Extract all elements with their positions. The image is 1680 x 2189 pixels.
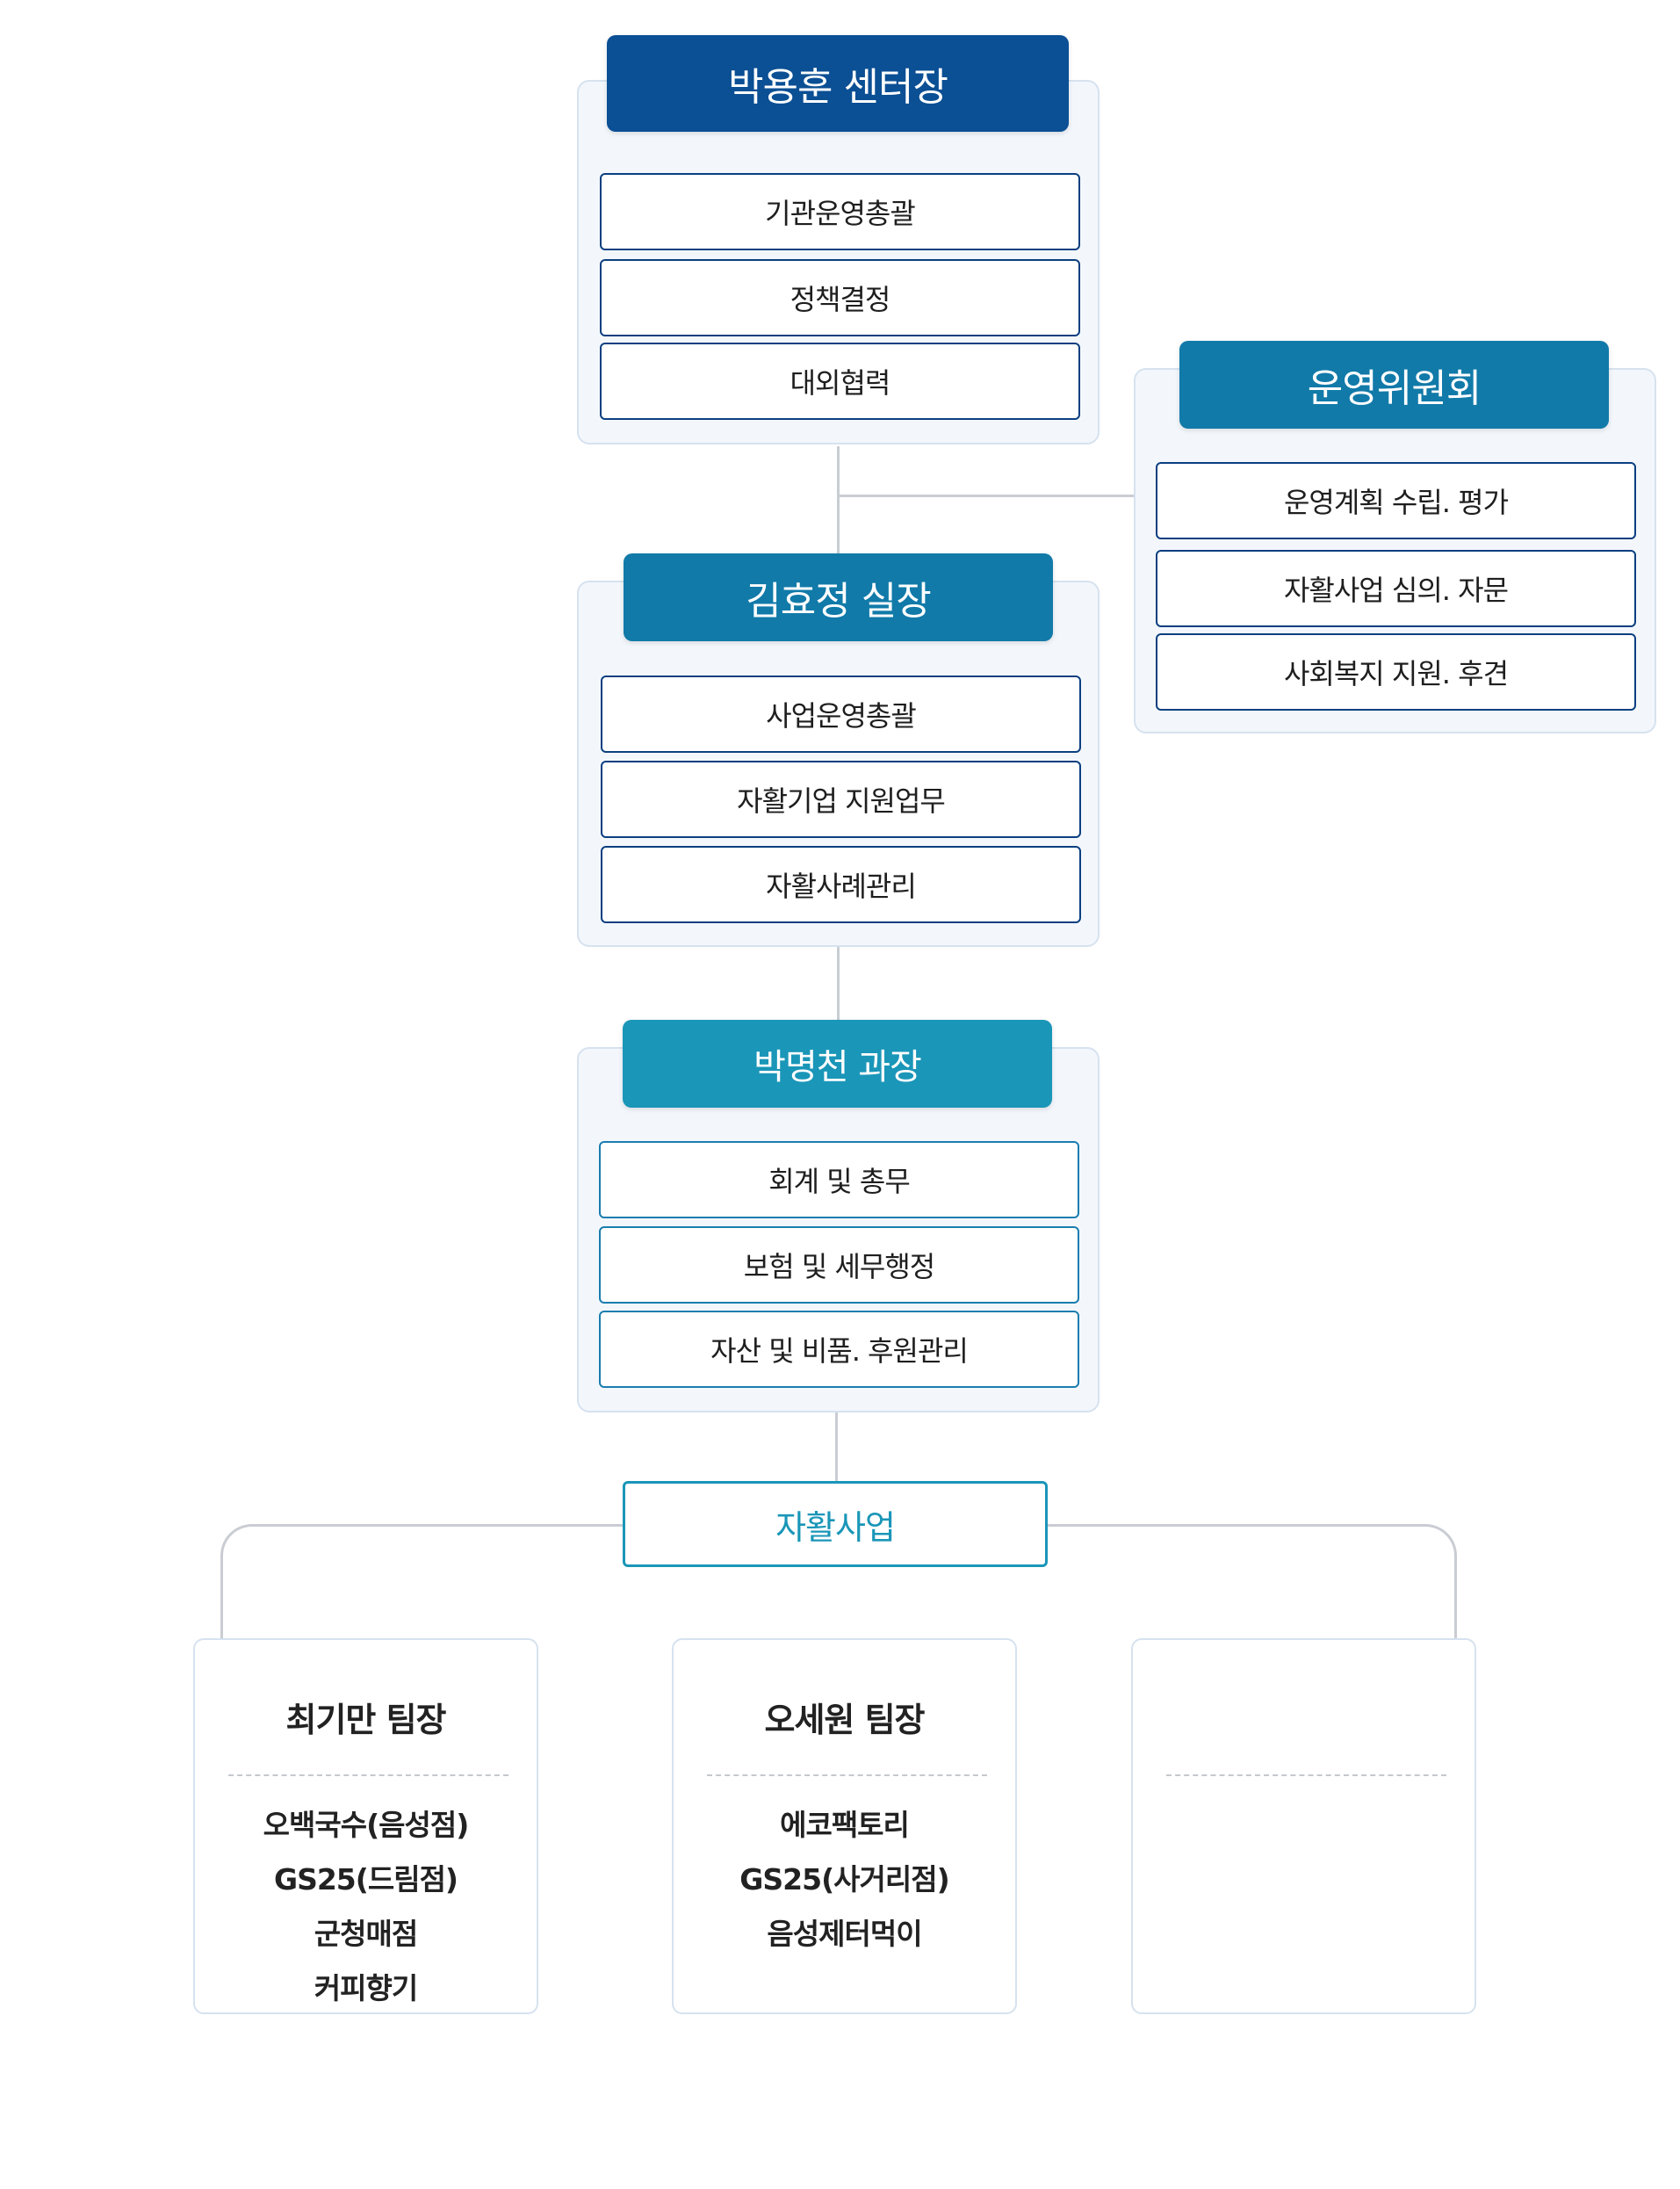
director-duty: 대외협력 <box>600 343 1080 420</box>
team-card-2: 오세원 팀장 에코팩토리 GS25(사거리점) 음성제터먹이 <box>672 1638 1017 2014</box>
team-divider <box>228 1774 508 1776</box>
section-chief-duty: 보험 및 세무행정 <box>599 1226 1079 1304</box>
team-store: GS25(드림점) <box>273 1862 458 1896</box>
team-divider <box>707 1774 987 1776</box>
connector-business-team-left <box>220 1524 623 1638</box>
manager-duty: 자활기업 지원업무 <box>601 761 1081 838</box>
director-panel: 기관운영총괄 정책결정 대외협력 <box>577 80 1100 444</box>
manager-duty: 사업운영총괄 <box>601 675 1081 753</box>
section-chief-title: 박명천 과장 <box>623 1020 1052 1108</box>
team-store: 음성제터먹이 <box>767 1917 922 1951</box>
manager-title: 김효정 실장 <box>624 553 1053 641</box>
director-title: 박용훈 센터장 <box>607 35 1069 132</box>
team-card-1: 최기만 팀장 오백국수(음성점) GS25(드림점) 군청매점 커피향기 <box>193 1638 538 2014</box>
team-divider <box>1166 1774 1446 1776</box>
director-duty: 기관운영총괄 <box>600 173 1080 250</box>
manager-panel: 사업운영총괄 자활기업 지원업무 자활사례관리 <box>577 581 1100 947</box>
director-duty: 정책결정 <box>600 259 1080 336</box>
connector-director-manager <box>837 446 840 553</box>
connector-committee <box>837 495 1134 497</box>
team-store: 오백국수(음성점) <box>263 1808 470 1842</box>
team-store-list: 오백국수(음성점) GS25(드림점) 군청매점 커피향기 <box>195 1798 537 2016</box>
team-store: 군청매점 <box>314 1917 418 1951</box>
team-store: 에코팩토리 <box>780 1808 910 1842</box>
committee-duty: 운영계획 수립. 평가 <box>1156 462 1636 539</box>
committee-panel: 운영계획 수립. 평가 자활사업 심의. 자문 사회복지 지원. 후견 <box>1134 368 1656 733</box>
committee-duty: 자활사업 심의. 자문 <box>1156 550 1636 627</box>
committee-title: 운영위원회 <box>1179 341 1609 429</box>
team-leader: 오세원 팀장 <box>764 1701 925 1739</box>
section-chief-duty: 자산 및 비품. 후원관리 <box>599 1311 1079 1388</box>
team-leader: 최기만 팀장 <box>285 1701 446 1739</box>
team-store: GS25(사거리점) <box>739 1862 949 1896</box>
connector-business-team-right <box>1048 1524 1457 1638</box>
connector-manager-section <box>837 947 840 1020</box>
committee-duty: 사회복지 지원. 후견 <box>1156 633 1636 711</box>
business-label: 자활사업 <box>623 1481 1048 1567</box>
section-chief-duty: 회계 및 총무 <box>599 1141 1079 1218</box>
section-chief-panel: 회계 및 총무 보험 및 세무행정 자산 및 비품. 후원관리 <box>577 1047 1100 1412</box>
team-card-3 <box>1131 1638 1476 2014</box>
manager-duty: 자활사례관리 <box>601 846 1081 923</box>
team-store: 커피향기 <box>314 1971 418 2005</box>
team-store-list: 에코팩토리 GS25(사거리점) 음성제터먹이 <box>674 1798 1015 1961</box>
team-leader <box>1133 1693 1475 1735</box>
connector-section-business <box>835 1412 838 1481</box>
